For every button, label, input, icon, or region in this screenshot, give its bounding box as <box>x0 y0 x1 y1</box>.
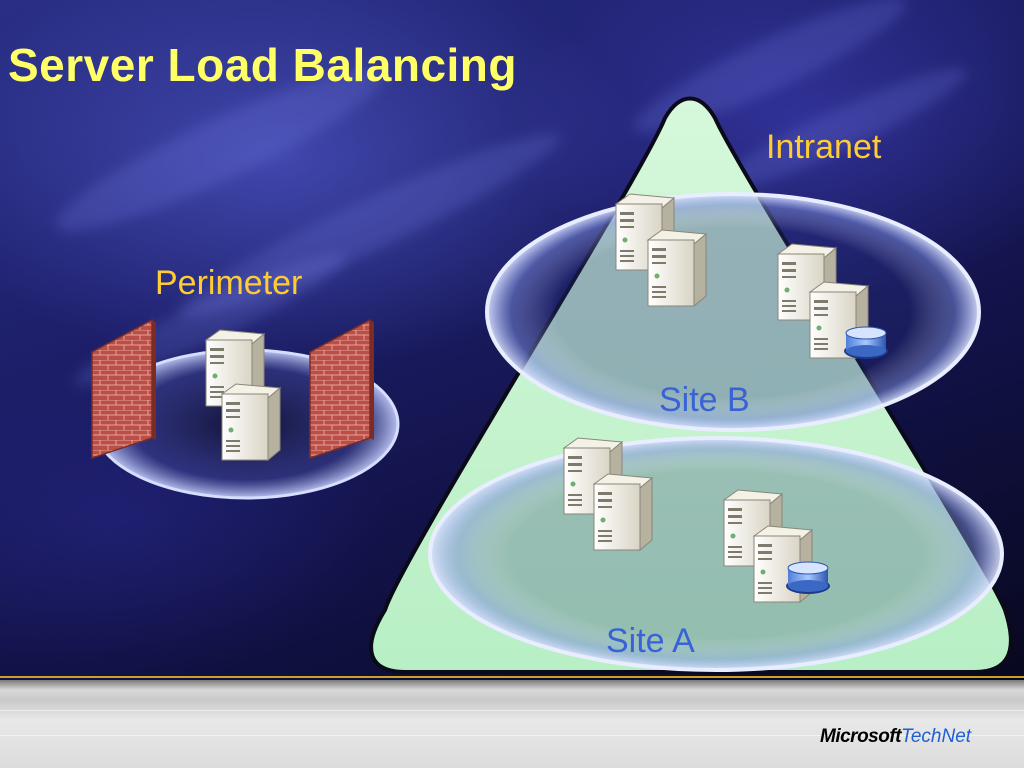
database-icon <box>785 561 831 595</box>
accent-line <box>0 676 1024 678</box>
firewall-icon <box>309 318 374 460</box>
microsoft-technet-logo: MicrosoftTechNet <box>820 726 971 748</box>
server-icon <box>593 473 653 551</box>
logo-product: TechNet <box>901 726 972 747</box>
intranet-label: Intranet <box>766 128 882 166</box>
slide-title: Server Load Balancing <box>8 39 517 91</box>
logo-company: Microsoft <box>820 726 902 747</box>
server-icon <box>647 229 707 307</box>
site-b-label: Site B <box>659 381 750 419</box>
server-icon <box>221 383 281 461</box>
perimeter-label: Perimeter <box>155 264 303 302</box>
database-icon <box>843 326 889 360</box>
footer-bar <box>0 680 1024 768</box>
firewall-icon <box>91 318 156 460</box>
site-a-label: Site A <box>606 622 695 660</box>
